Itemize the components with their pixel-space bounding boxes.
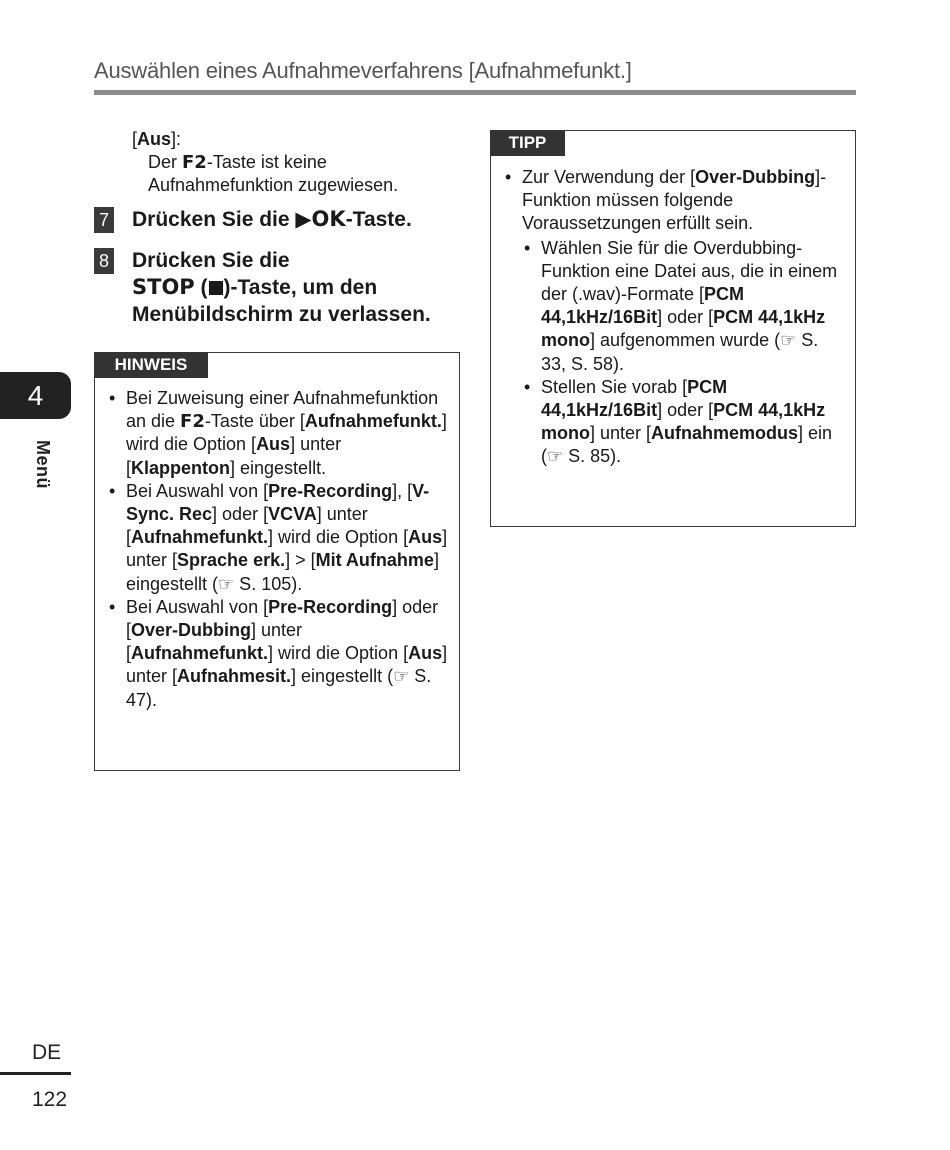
page-title: Auswählen eines Aufnahmeverfahrens [Aufn… [94, 58, 632, 83]
body-text: Wählen Sie für die Overdubbing-Funktion … [541, 237, 838, 305]
body-text: ] oder [ [657, 307, 714, 328]
step-text: Menübildschirm zu verlassen. [132, 303, 431, 326]
body-text: ] wird die Option [ [126, 411, 447, 455]
step-number: 7 [94, 207, 114, 233]
step-text: Drücken Sie die [132, 249, 290, 272]
menu-term: Aufnahmemodus [651, 423, 799, 444]
step-text: Drücken Sie die [132, 208, 296, 231]
menu-term: Aus [256, 434, 291, 455]
footer-rule [0, 1072, 71, 1075]
hinweis-list: Bei Zuweisung einer Aufnahmefunktion an … [107, 387, 452, 712]
stop-key-label: STOP [132, 275, 195, 299]
menu-term: V-Sync. Rec [126, 480, 430, 525]
menu-term: Aufnahmefunkt. [131, 643, 269, 664]
body-text: Bei Auswahl von [ [126, 596, 269, 617]
step-8: 8 Drücken Sie die STOP ()-Taste, um den … [94, 247, 460, 328]
body-text: ] eingestellt (☞ S. 47). [126, 666, 432, 710]
body-text: ] oder [ [212, 504, 269, 525]
aus-bracket-close: ]: [171, 129, 182, 149]
body-text: ] oder [ [657, 400, 714, 421]
hinweis-label: HINWEIS [94, 352, 208, 378]
body-text: Zur Verwendung der [ [522, 167, 696, 187]
aus-desc-text: -Taste ist keine [206, 152, 327, 172]
key-label: F2 [180, 411, 205, 433]
chapter-label: Menü [33, 440, 53, 489]
body-text: ] unter [ [126, 643, 448, 687]
body-text: ] wird die Option [ [268, 643, 409, 664]
menu-term: Sprache erk. [177, 550, 286, 571]
chapter-tab: 4 [0, 372, 71, 419]
tipp-intro-text: Zur Verwendung der [Over-Dubbing]-Funkti… [522, 167, 826, 233]
body-text: Bei Auswahl von [ [126, 480, 269, 501]
body-text: ] eingestellt. [230, 457, 327, 478]
list-item: Stellen Sie vorab [PCM 44,1kHz/16Bit] od… [522, 376, 848, 469]
body-text: -Taste über [ [204, 411, 305, 432]
menu-term: Pre-Recording [268, 596, 393, 617]
body-text: ] wird die Option [ [268, 527, 409, 548]
tipp-box: TIPP Zur Verwendung der [Over-Dubbing]-F… [490, 130, 856, 527]
menu-term: PCM 44,1kHz mono [541, 307, 826, 351]
menu-term: Aufnahmesit. [177, 666, 292, 687]
menu-term: Over-Dubbing [695, 167, 816, 187]
body-text: ] unter [ [126, 620, 303, 664]
tipp-label: TIPP [490, 130, 565, 156]
body-text: ] ein (☞ S. 85). [541, 423, 833, 467]
language-code: DE [32, 1041, 62, 1064]
menu-term: Aus [408, 527, 443, 548]
menu-term: Aufnahmefunkt. [131, 527, 269, 548]
aus-bracket-open: [ [132, 129, 138, 149]
body-text: ] eingestellt (☞ S. 105). [126, 550, 439, 594]
tipp-sublist: Wählen Sie für die Overdubbing-Funktion … [522, 237, 848, 469]
list-item: Bei Zuweisung einer Aufnahmefunktion an … [107, 387, 452, 480]
aus-desc-text: Der [148, 152, 183, 172]
aus-desc-text: Aufnahmefunktion zugewiesen. [148, 175, 399, 195]
list-item: Zur Verwendung der [Over-Dubbing]-Funkti… [503, 166, 848, 469]
list-item: Bei Auswahl von [Pre-Recording], [V-Sync… [107, 480, 452, 596]
menu-term: Mit Aufnahme [315, 550, 434, 571]
body-text: ], [ [392, 480, 413, 501]
menu-term: Klappenton [131, 457, 231, 478]
aus-option-title: [Aus]: [132, 128, 460, 151]
list-item: Wählen Sie für die Overdubbing-Funktion … [522, 237, 848, 376]
menu-term: PCM 44,1kHz/16Bit [541, 376, 728, 421]
menu-term: PCM 44,1kHz mono [541, 400, 826, 444]
menu-term: Over-Dubbing [131, 620, 252, 641]
menu-term: PCM 44,1kHz/16Bit [541, 284, 745, 328]
body-text: Bei Zuweisung einer Aufnahmefunktion an … [126, 388, 439, 432]
menu-term: Aus [408, 643, 443, 664]
page-number: 122 [32, 1088, 68, 1111]
step-text: ( [194, 276, 208, 299]
stop-square-icon [208, 281, 223, 295]
ok-key-label: ▶OK [295, 207, 346, 231]
body-text: ] unter [ [126, 527, 448, 571]
body-text: ] aufgenommen wurde (☞ S. 33, S. 58). [541, 330, 819, 374]
f2-key-label: F2 [182, 152, 207, 173]
body-text: Stellen Sie vorab [ [541, 376, 688, 397]
step-7: 7 Drücken Sie die ▶OK-Taste. [94, 206, 460, 233]
header-rule [94, 90, 856, 95]
list-item: Bei Auswahl von [Pre-Recording] oder [Ov… [107, 596, 452, 712]
hinweis-box: HINWEIS Bei Zuweisung einer Aufnahmefunk… [94, 352, 460, 771]
aus-label: Aus [137, 129, 172, 149]
menu-term: VCVA [268, 504, 317, 525]
body-text: ] > [ [285, 550, 316, 571]
body-text: ] unter [ [126, 504, 368, 548]
menu-term: Pre-Recording [268, 480, 393, 501]
right-column: TIPP Zur Verwendung der [Over-Dubbing]-F… [490, 130, 856, 527]
body-text: ] oder [ [126, 596, 439, 641]
tipp-list: Zur Verwendung der [Over-Dubbing]-Funkti… [503, 166, 848, 469]
step-number: 8 [94, 248, 114, 274]
body-text: ]-Funktion müssen folgende Voraussetzung… [522, 167, 827, 234]
body-text: ] unter [ [126, 434, 342, 478]
step-text: )-Taste, um den [223, 276, 378, 299]
body-text: ] unter [ [590, 423, 652, 444]
step-text: -Taste. [345, 208, 412, 231]
menu-term: Aufnahmefunkt. [304, 411, 442, 432]
